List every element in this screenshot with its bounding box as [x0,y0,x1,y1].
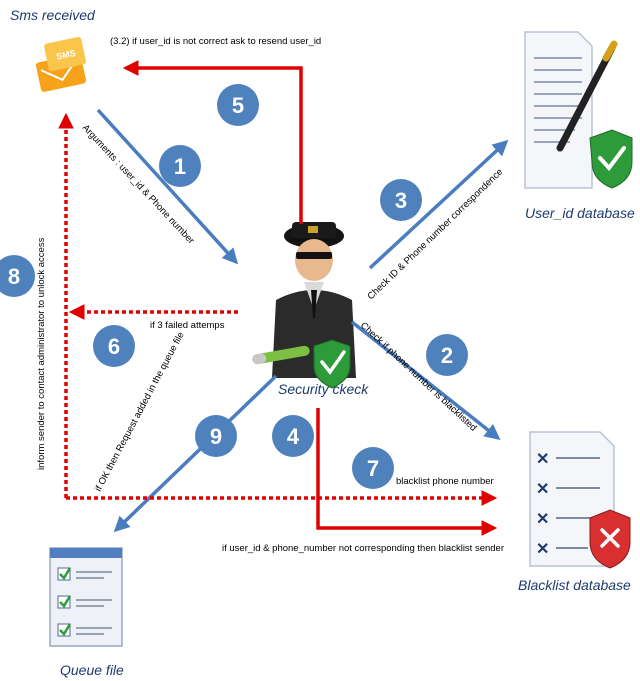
label-not-corresponding: if user_id & phone_number not correspond… [222,543,504,554]
step-8: 8 [0,255,35,297]
step-circles: 1 2 3 4 5 6 7 8 9 [0,84,468,489]
security-check-caption: Security ckeck [278,381,369,397]
step-2: 2 [426,334,468,376]
arrow-9-queue [113,374,278,533]
svg-text:✕: ✕ [536,451,549,468]
step-5: 5 [217,84,259,126]
svg-text:5: 5 [232,93,244,118]
svg-text:2: 2 [441,343,453,368]
svg-text:3: 3 [395,188,407,213]
label-inform: inform sender to contact administrator t… [36,237,47,470]
sms-icon-text: SMS [55,48,76,62]
document-database-icon [524,31,633,189]
user-id-database-caption: User_id database [525,205,635,221]
svg-text:1: 1 [174,154,186,179]
blacklist-database-icon: ✕ ✕ ✕ ✕ [529,431,631,569]
svg-text:6: 6 [108,334,120,359]
svg-text:4: 4 [287,424,300,449]
svg-text:✕: ✕ [536,481,549,498]
arrow-4-not-corresponding [316,408,498,536]
blacklist-database-caption: Blacklist database [518,577,631,593]
arrow-1-arguments [96,108,239,265]
queue-file-icon [49,547,123,647]
svg-text:9: 9 [210,424,222,449]
label-failed: if 3 failed attemps [150,320,225,331]
step-7: 7 [352,447,394,489]
label-blacklist-number: blacklist phone number [396,476,494,487]
svg-text:✕: ✕ [536,511,549,528]
svg-text:8: 8 [8,264,20,289]
sms-envelope-icon: SMS [35,36,87,92]
label-check-blacklist: Check if phone number is blacklisted [358,320,479,434]
label-resend: (3.2) if user_id is not correct ask to r… [110,36,321,47]
arrow-2-check-blacklist [350,320,501,440]
security-officer-icon [252,222,356,389]
step-3: 3 [380,179,422,221]
arrow-5-resend [122,60,303,224]
step-4: 4 [272,415,314,457]
queue-file-caption: Queue file [60,662,124,678]
sms-received-caption: Sms received [10,7,96,23]
arrows [58,60,509,536]
step-1: 1 [159,145,201,187]
arrow-3-check-id [368,139,509,270]
svg-text:7: 7 [367,456,379,481]
step-6: 6 [93,325,135,367]
svg-text:✕: ✕ [536,541,549,558]
step-9: 9 [195,415,237,457]
